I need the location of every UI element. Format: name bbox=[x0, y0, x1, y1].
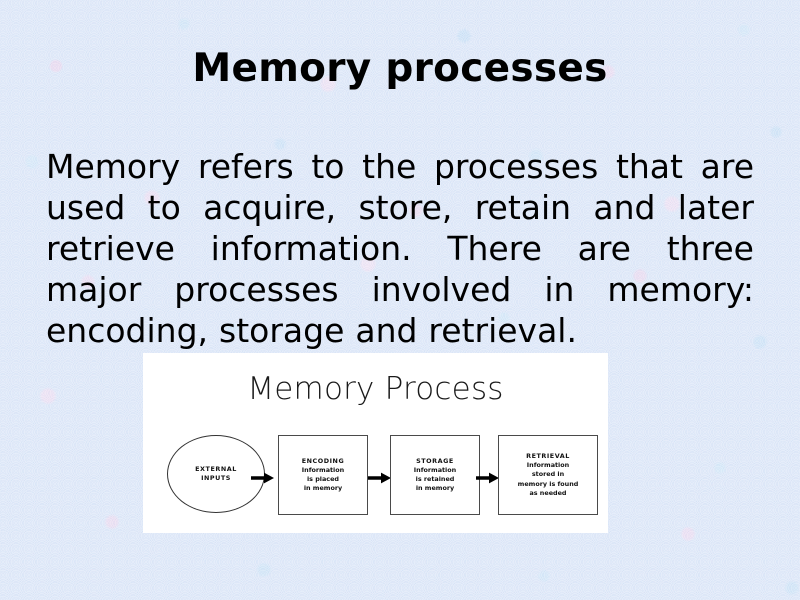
flow-node-retrieval-line-4: as needed bbox=[529, 488, 567, 497]
flow-node-storage-line-1: Information bbox=[413, 465, 457, 474]
flow-node-retrieval-text: RETRIEVAL Information stored in memory i… bbox=[518, 452, 579, 498]
flow-node-retrieval-line-1: Information bbox=[526, 461, 570, 470]
flow-node-retrieval-line-2: stored in bbox=[531, 470, 565, 479]
flow-node-encoding: ENCODING Information is placed in memory bbox=[278, 435, 368, 515]
flow-node-external-inputs-line-2: INPUTS bbox=[201, 474, 231, 482]
memory-process-image: Memory Process EXTERNAL INPUTS ENCODING … bbox=[143, 353, 608, 533]
flow-arrow-icon-2 bbox=[368, 469, 392, 484]
flow-node-storage: STORAGE Information is retained in memor… bbox=[390, 435, 480, 515]
flow-node-retrieval: RETRIEVAL Information stored in memory i… bbox=[498, 435, 598, 515]
flow-node-encoding-text: ENCODING Information is placed in memory bbox=[302, 457, 345, 494]
flow-node-retrieval-line-3: memory is found bbox=[517, 479, 579, 488]
flow-node-encoding-line-3: in memory bbox=[303, 484, 343, 493]
page-title: Memory processes bbox=[192, 46, 608, 91]
flow-arrow-icon-3 bbox=[476, 469, 500, 484]
flow-node-storage-header: STORAGE bbox=[416, 456, 454, 465]
body-paragraph: Memory refers to the processes that are … bbox=[46, 147, 754, 350]
flow-arrow-icon-1 bbox=[251, 469, 275, 484]
flow-node-storage-text: STORAGE Information is retained in memor… bbox=[414, 457, 456, 494]
flow-node-retrieval-header: RETRIEVAL bbox=[526, 451, 570, 460]
flow-node-storage-line-3: in memory bbox=[415, 484, 455, 493]
flow-node-external-inputs-line-1: EXTERNAL bbox=[195, 464, 237, 473]
flow-node-encoding-line-2: is placed bbox=[306, 475, 339, 483]
flow-node-encoding-header: ENCODING bbox=[301, 456, 345, 465]
flow-node-external-inputs-text: EXTERNAL INPUTS bbox=[195, 465, 237, 483]
flow-node-encoding-line-1: Information bbox=[301, 465, 345, 474]
memory-process-flowchart: EXTERNAL INPUTS ENCODING Information is … bbox=[143, 433, 608, 525]
memory-process-heading: Memory Process bbox=[247, 371, 504, 407]
flow-node-storage-line-2: is retained bbox=[415, 475, 455, 483]
